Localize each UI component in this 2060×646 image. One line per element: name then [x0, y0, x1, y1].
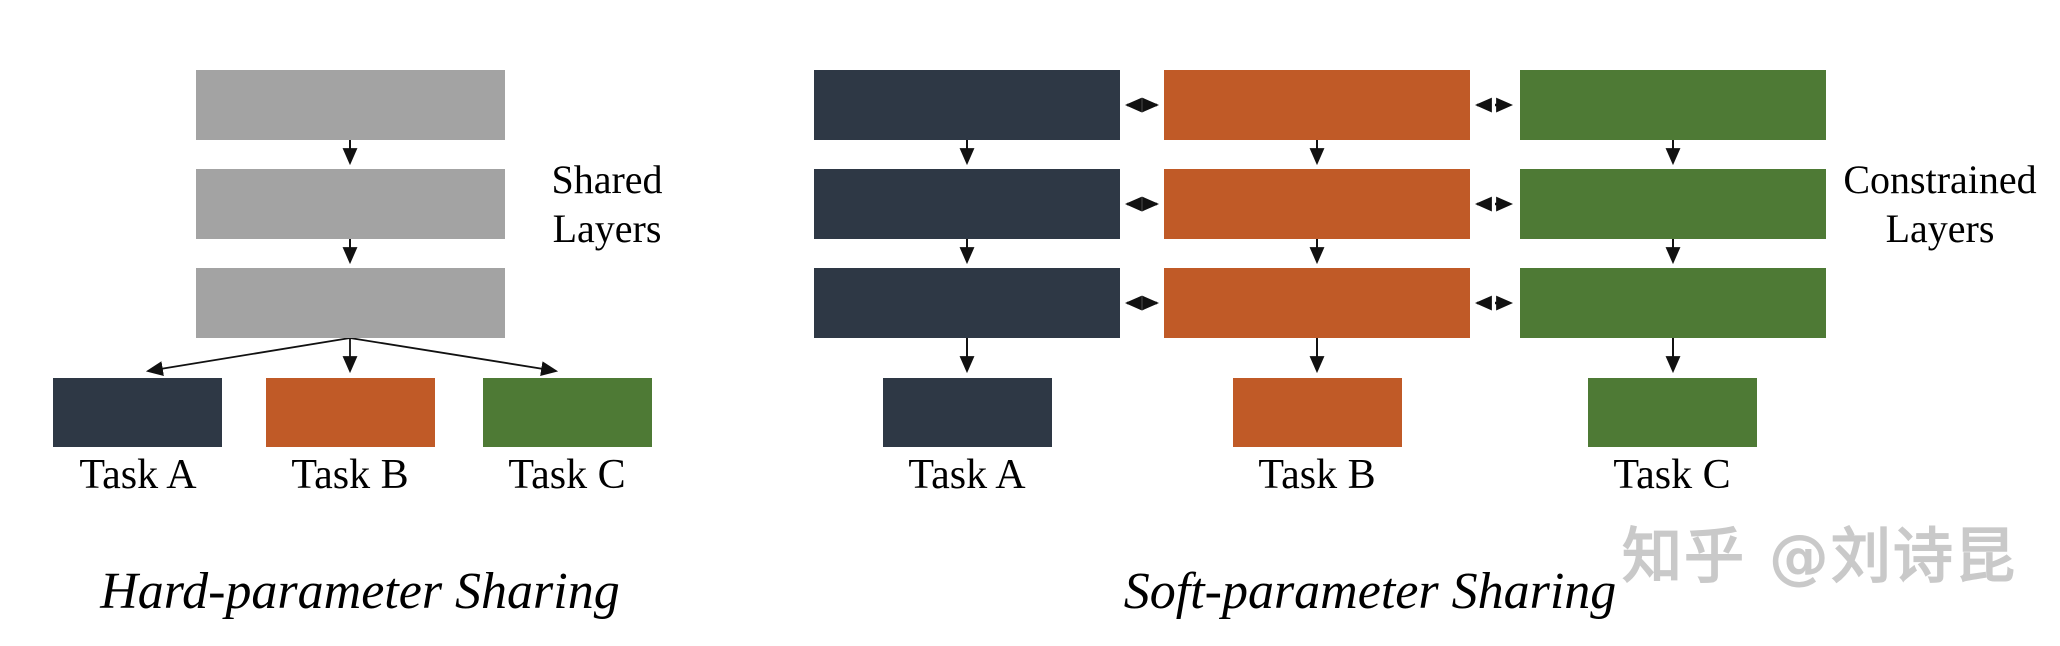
- task-b-label-right: Task B: [1258, 452, 1376, 498]
- shared-layers-label-line2: Layers: [552, 206, 662, 251]
- task-c-label-left: Task C: [508, 452, 626, 498]
- task-a-label-right: Task A: [908, 452, 1026, 498]
- task-b-box-right: [1233, 378, 1402, 447]
- task-a-box-left: [53, 378, 222, 447]
- zhihu-watermark: 知乎 @刘诗昆: [1622, 522, 2017, 592]
- task-b-label-left: Task B: [291, 452, 409, 498]
- shared-layer-2: [196, 169, 505, 239]
- hard-sharing-title: Hard-parameter Sharing: [100, 563, 620, 620]
- task-a-layer-1: [814, 70, 1120, 140]
- task-c-box-right: [1588, 378, 1757, 447]
- task-c-layer-2: [1520, 169, 1826, 239]
- task-a-label-left: Task A: [79, 452, 197, 498]
- constrained-layers-label: Constrained Layers: [1818, 155, 2060, 253]
- task-a-layer-2: [814, 169, 1120, 239]
- constrained-layers-label-line2: Layers: [1885, 206, 1995, 251]
- fan-arrow: [145, 337, 351, 376]
- task-b-layer-2: [1164, 169, 1470, 239]
- fan-arrow: [349, 337, 559, 376]
- shared-layer-1: [196, 70, 505, 140]
- shared-layers-label: Shared Layers: [497, 155, 717, 253]
- task-b-layer-3: [1164, 268, 1470, 338]
- task-c-label-right: Task C: [1613, 452, 1731, 498]
- task-b-layer-1: [1164, 70, 1470, 140]
- shared-layer-3: [196, 268, 505, 338]
- task-c-layer-1: [1520, 70, 1826, 140]
- soft-sharing-title: Soft-parameter Sharing: [1123, 563, 1617, 620]
- shared-layers-label-line1: Shared: [551, 157, 663, 202]
- constrained-layers-label-line1: Constrained: [1843, 157, 2037, 202]
- task-a-box-right: [883, 378, 1052, 447]
- task-c-box-left: [483, 378, 652, 447]
- task-b-box-left: [266, 378, 435, 447]
- task-a-layer-3: [814, 268, 1120, 338]
- task-c-layer-3: [1520, 268, 1826, 338]
